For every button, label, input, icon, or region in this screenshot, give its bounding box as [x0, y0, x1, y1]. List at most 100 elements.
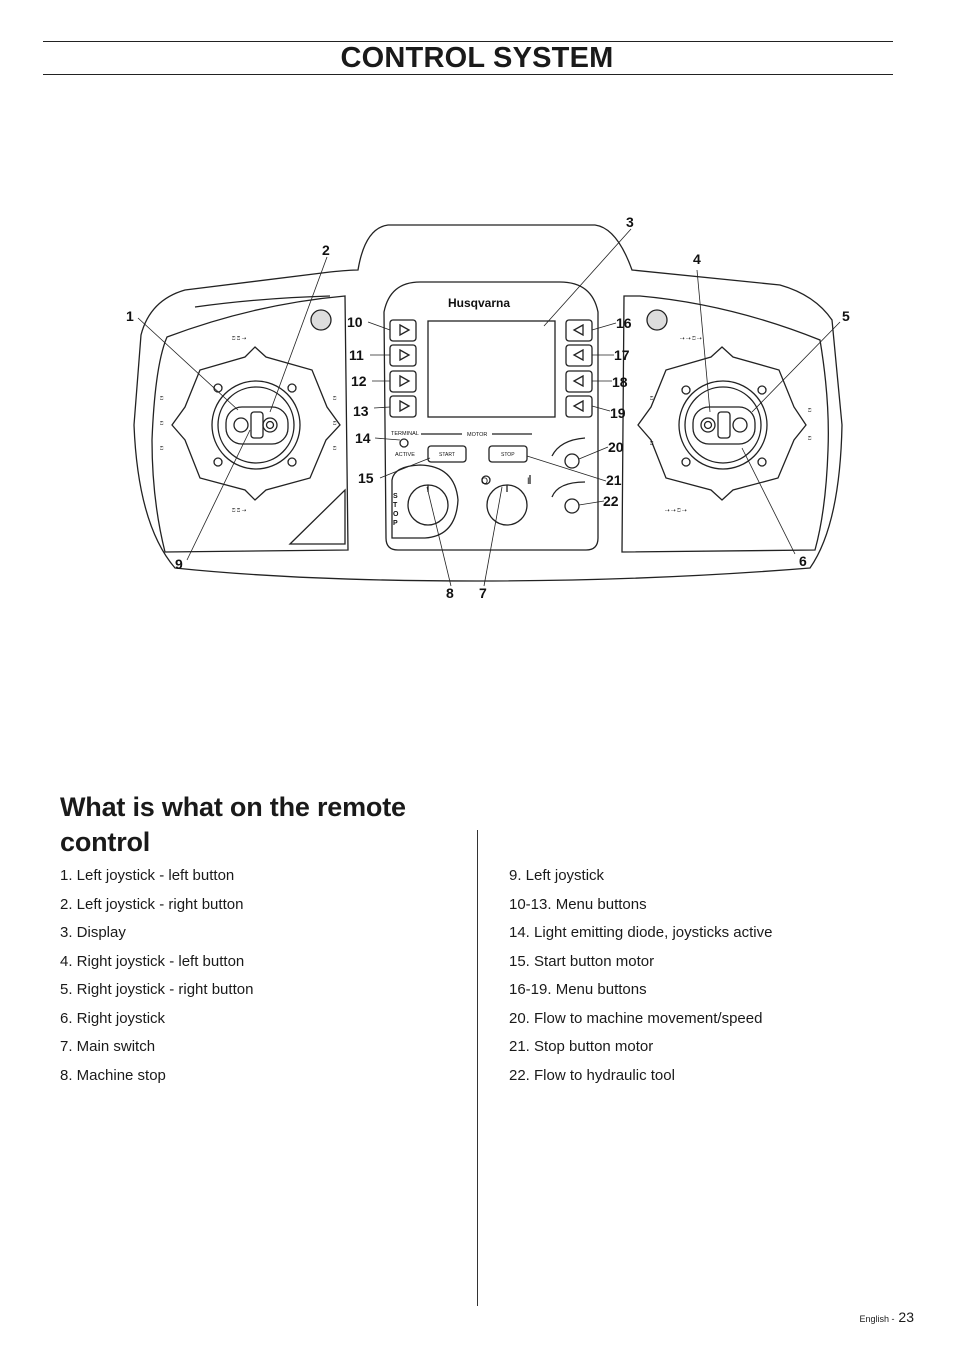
list-item: 6. Right joystick — [60, 1009, 166, 1027]
callout-21: 21 — [606, 472, 622, 488]
callout-18: 18 — [612, 374, 628, 390]
list-item: 3. Display — [60, 924, 126, 941]
callout-2: 2 — [322, 242, 330, 258]
stop-button-label: STOP — [501, 452, 515, 458]
svg-text:⍞: ⍞ — [160, 421, 164, 427]
right-joystick-ring — [678, 380, 768, 470]
list-item: 9. Left joystick — [509, 867, 605, 884]
callout-10: 10 — [347, 314, 363, 330]
list-item: 1. Left joystick - left button — [60, 867, 235, 884]
section-heading: What is what on the remote control — [60, 792, 406, 857]
left-joystick-ring — [211, 380, 301, 470]
callout-5: 5 — [842, 308, 850, 324]
menu-button-11 — [389, 344, 417, 367]
list-item: 2. Left joystick - right button — [60, 895, 244, 913]
hydraulic-flow-knob — [564, 498, 580, 514]
stop-letter-o: O — [393, 511, 399, 518]
header-rule-top — [43, 41, 893, 42]
callout-12: 12 — [351, 373, 367, 389]
left-control-panel — [151, 295, 349, 553]
callout-16: 16 — [616, 315, 632, 331]
start-motor-button — [427, 445, 467, 463]
svg-text:⍞: ⍞ — [160, 396, 164, 402]
callout-3: 3 — [626, 214, 634, 230]
list-item: 21. Stop button motor — [509, 1038, 654, 1055]
callout-4: 4 — [693, 251, 701, 267]
svg-text:⍞: ⍞ — [808, 436, 812, 442]
right-joystick-frame — [637, 346, 807, 501]
menu-button-18 — [565, 370, 593, 393]
list-item: 10-13. Menu buttons — [509, 895, 647, 913]
column-divider — [477, 830, 478, 1306]
brand-logo: Husqvarna — [448, 296, 510, 310]
right-joystick-left-button — [700, 417, 716, 433]
parts-list-left: 1. Left joystick - left button 2. Left j… — [60, 864, 253, 1092]
left-joystick-frame — [171, 346, 341, 501]
menu-button-17 — [565, 344, 593, 367]
list-item: 4. Right joystick - left button — [60, 952, 245, 970]
stop-motor-button — [488, 445, 528, 463]
list-item: 20. Flow to machine movement/speed — [509, 1009, 763, 1027]
active-label: ACTIVE — [395, 452, 415, 458]
movement-flow-knob — [564, 453, 580, 469]
svg-text:⍞: ⍞ — [650, 441, 654, 447]
menu-button-16 — [565, 319, 593, 342]
header-rule-bottom — [43, 74, 893, 75]
right-joystick-right-button — [732, 417, 748, 433]
parts-list-right: 9. Left joystick 10-13. Menu buttons 14.… — [509, 864, 772, 1092]
callout-8: 8 — [446, 585, 454, 601]
svg-text:⇢ ⇢ ⍞ ⇢: ⇢ ⇢ ⍞ ⇢ — [665, 508, 687, 514]
switch-off-label: O — [481, 476, 488, 486]
callout-20: 20 — [608, 439, 624, 455]
menu-button-13 — [389, 395, 417, 418]
motor-label: MOTOR — [467, 432, 487, 438]
right-control-panel — [621, 295, 829, 553]
page-title: CONTROL SYSTEM — [340, 42, 614, 74]
list-item: 5. Right joystick - right button — [60, 981, 254, 998]
menu-button-12 — [389, 370, 417, 393]
callout-17: 17 — [614, 347, 630, 363]
callout-1: 1 — [126, 308, 134, 324]
callout-9: 9 — [175, 556, 183, 572]
list-item: 14. Light emitting diode, joysticks acti… — [509, 924, 773, 941]
menu-button-19 — [565, 395, 593, 418]
callout-7: 7 — [479, 585, 487, 601]
stop-letter-s: S — [393, 493, 398, 500]
list-item: 16-19. Menu buttons — [509, 981, 647, 998]
svg-text:⍞: ⍞ — [333, 396, 337, 402]
list-item: 15. Start button motor — [509, 952, 655, 970]
callout-22: 22 — [603, 493, 619, 509]
joysticks-active-led — [399, 438, 409, 448]
switch-on-label: I — [527, 476, 530, 486]
left-joystick-left-button — [233, 417, 249, 433]
svg-text:⍞: ⍞ — [650, 396, 654, 402]
callout-15: 15 — [358, 470, 374, 486]
svg-text:⇢ ⇢ ⍞ ⇢: ⇢ ⇢ ⍞ ⇢ — [680, 336, 702, 342]
svg-text:⍞ ⍞ ⇢: ⍞ ⍞ ⇢ — [232, 508, 247, 514]
callout-11: 11 — [349, 347, 364, 363]
svg-text:⍞: ⍞ — [160, 446, 164, 452]
remote-housing-outline — [133, 224, 843, 582]
terminal-label: TERMINAL — [391, 431, 419, 437]
menu-button-10 — [389, 319, 417, 342]
stop-letter-p: P — [393, 520, 398, 527]
svg-text:⍞: ⍞ — [333, 446, 337, 452]
list-item: 8. Machine stop — [60, 1066, 166, 1084]
page-footer: English - 23 — [860, 1309, 914, 1325]
svg-text:⍞: ⍞ — [333, 421, 337, 427]
callout-14: 14 — [355, 430, 371, 446]
page-number: 23 — [898, 1309, 914, 1325]
svg-text:⍞ ⍞ ⇢: ⍞ ⍞ ⇢ — [232, 336, 247, 342]
list-item: 7. Main switch — [60, 1038, 156, 1055]
stop-letter-t: T — [393, 502, 398, 509]
display-screen — [427, 320, 556, 418]
svg-text:⍞: ⍞ — [808, 408, 812, 414]
list-item: 22. Flow to hydraulic tool — [509, 1066, 675, 1084]
center-control-panel — [383, 281, 599, 551]
callout-13: 13 — [353, 403, 369, 419]
callout-6: 6 — [799, 553, 807, 569]
footer-language: English - — [859, 1314, 895, 1324]
left-joystick-right-button — [262, 417, 278, 433]
callout-19: 19 — [610, 405, 626, 421]
remote-control-diagram: ⍞ ⍞ ⇢ ⍞ ⍞ ⍞ ⍞ ⍞ ⍞ ⍞ ⍞ ⇢ ⇢ ⇢ ⍞ ⇢ ⍞ ⍞ ⍞ ⍞ … — [126, 214, 850, 601]
